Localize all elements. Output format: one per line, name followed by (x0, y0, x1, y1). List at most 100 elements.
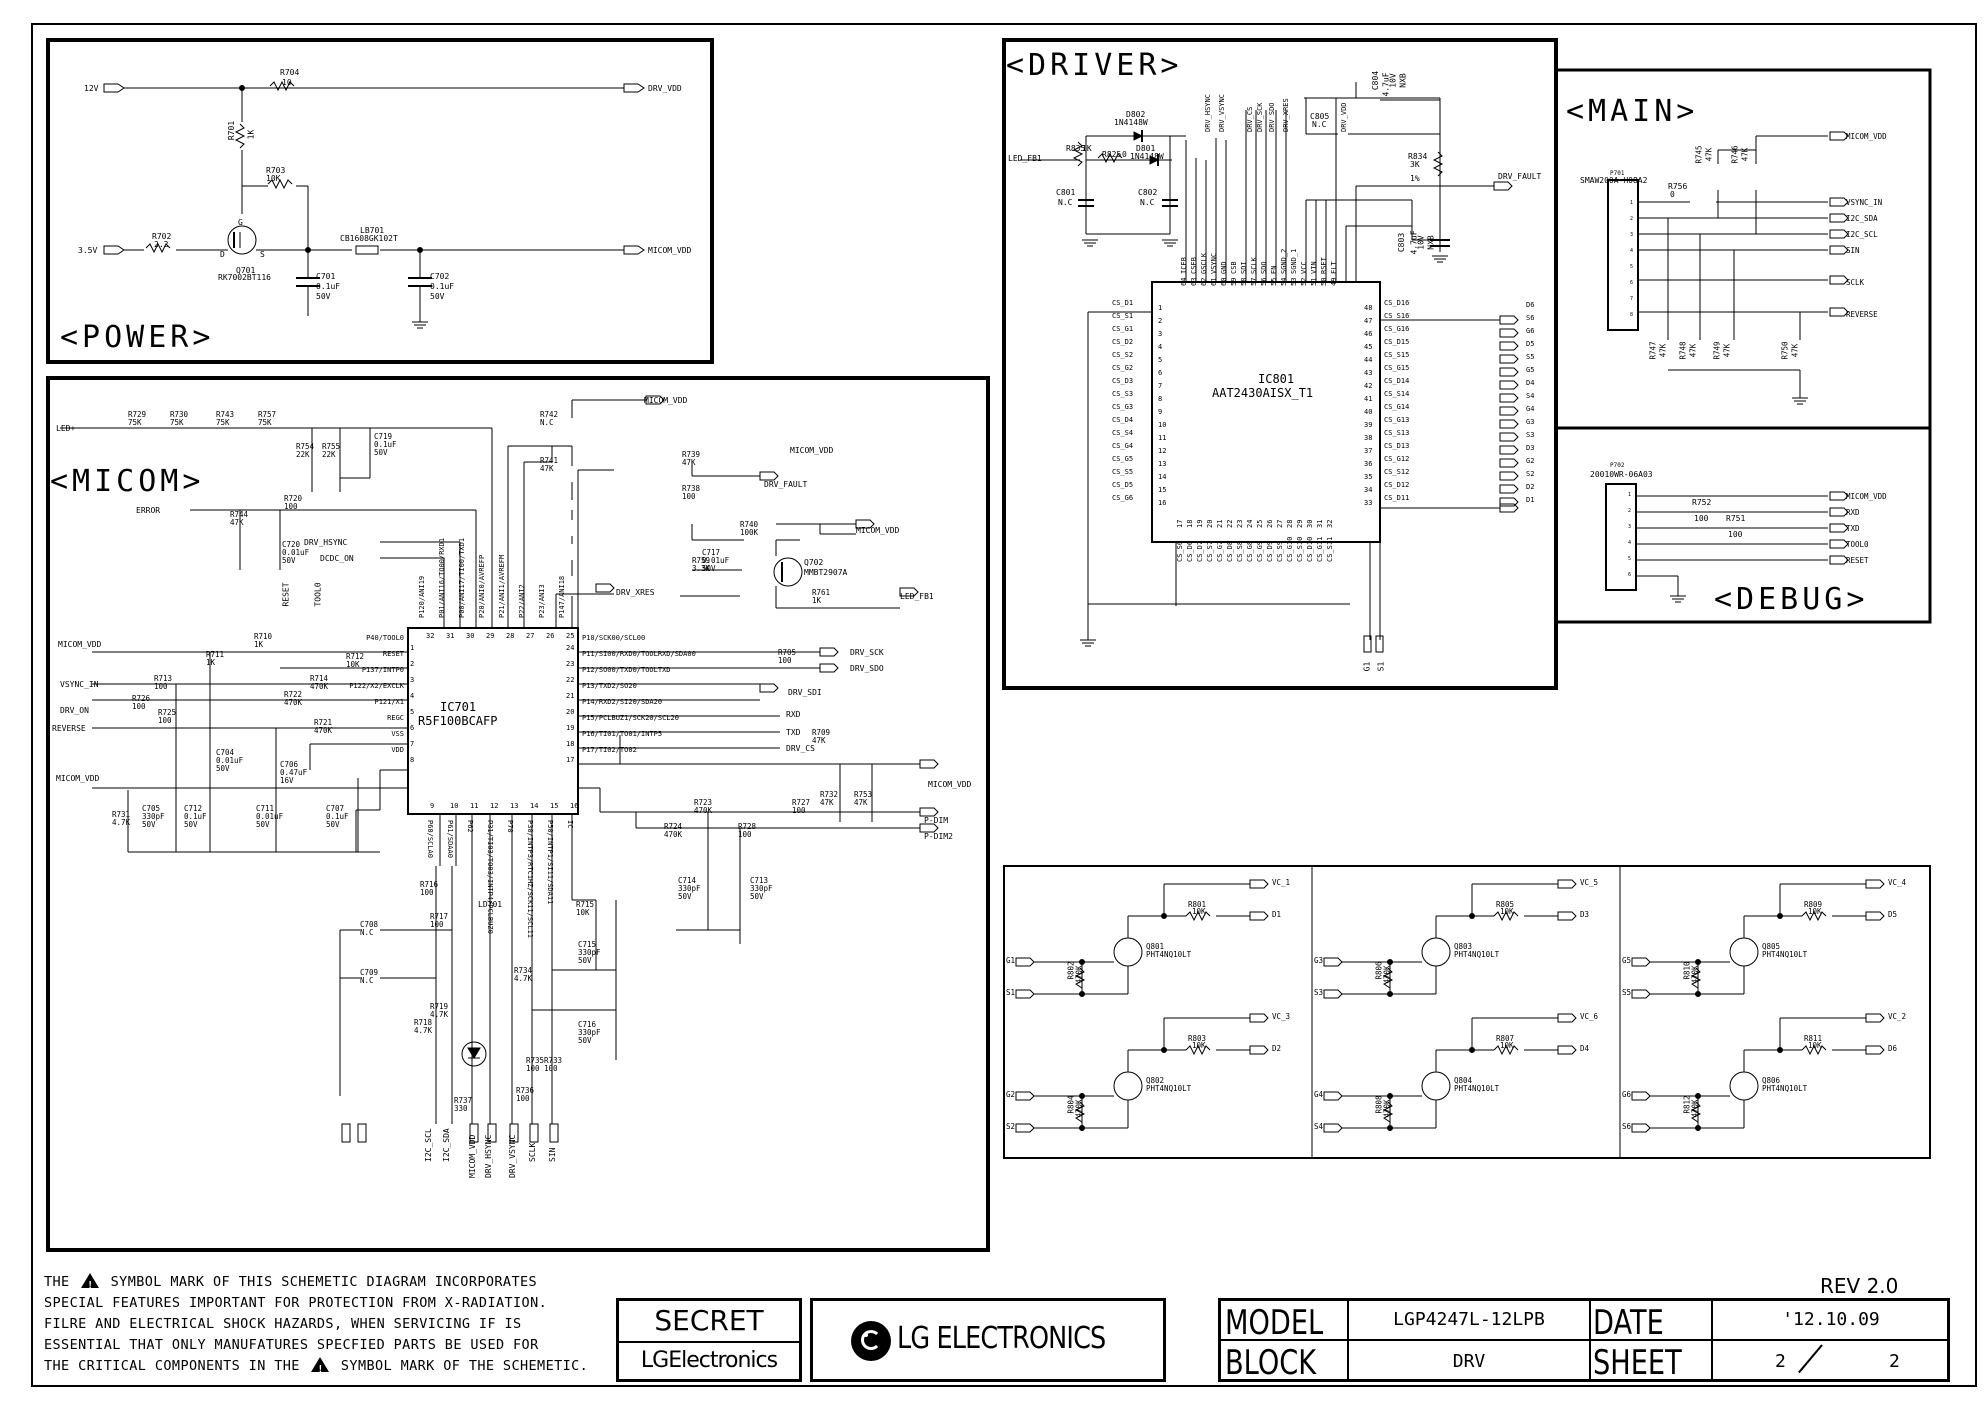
ic801-pin-name: SGND_2 (1280, 248, 1288, 274)
resistor-ref: R736 (516, 1086, 535, 1095)
drain-resistor-val: 10K (1808, 907, 1822, 916)
net-vc: VC_1 (1272, 878, 1291, 887)
hookup-flag (1557, 1045, 1577, 1055)
r703-val: 10K (266, 174, 281, 183)
capacitor-voltage: 50V (678, 892, 692, 901)
resistor (1493, 910, 1519, 922)
c701-val: 0.1uF (316, 282, 341, 291)
net-g1-drv: G1 (1362, 661, 1372, 672)
junction (1079, 959, 1085, 965)
ic701-pin-num: 29 (486, 632, 495, 640)
r834-val: 3K (1410, 160, 1420, 169)
ic801-pin-name: CS_S4 (1112, 429, 1134, 437)
ic701-pin-num: 19 (566, 724, 575, 732)
drain-resistor-ref: R801 (1188, 900, 1207, 909)
p701-pin-num: 5 (1630, 264, 1634, 270)
ic801-pin-num: 47 (1364, 317, 1373, 325)
net-micom-vdd-b: MICOM_VDD (468, 1134, 477, 1178)
lb701-ref: LB701 (360, 226, 385, 235)
hookup-flag (645, 395, 665, 405)
ic701-pin-num: 6 (410, 724, 415, 732)
capacitor-value: 0.1uF (326, 812, 349, 821)
mosfet-ref: Q806 (1762, 1076, 1781, 1085)
capacitor-value: 330pF (142, 812, 165, 821)
ic701-pin-num: 5 (410, 708, 415, 716)
ic701-pin-num: 31 (446, 632, 455, 640)
hookup-flag (1323, 1123, 1343, 1133)
r704-val: 10 (282, 78, 292, 87)
ic701-pin-num: 21 (566, 692, 575, 700)
capacitor-ref: C711 (256, 804, 275, 813)
mosfet-body (1729, 937, 1759, 967)
resistor-ref: R740 (740, 520, 759, 529)
resistor-ref: R761 (812, 588, 831, 597)
driver-out-net: S4 (1526, 392, 1535, 400)
net-drv-vsync-b: DRV_VSYNC (508, 1134, 517, 1178)
r834-tol: 1% (1410, 174, 1420, 183)
main-wires (1638, 135, 1828, 405)
driver-top-net: DRV_VSYNC (1218, 94, 1226, 132)
resistor-value: N.C (540, 418, 554, 427)
drain-resistor-ref: R803 (1188, 1034, 1207, 1043)
junction (1387, 991, 1393, 997)
notice-line-1: THE SYMBOL MARK OF THIS SCHEMETIC DIAGRA… (44, 1272, 588, 1296)
notice-line-2: SPECIAL FEATURES IMPORTANT FOR PROTECTIO… (44, 1295, 548, 1311)
ic801-pin-name: CS_D14 (1384, 377, 1410, 385)
resistor-value: 100 (526, 1064, 540, 1073)
ic801-pin-name: CSB (1230, 261, 1238, 274)
hookup-flag (1249, 911, 1269, 921)
debug-net-label: MICOM_VDD (1846, 492, 1887, 501)
capacitor-ref: C712 (184, 804, 203, 813)
main-net-label: I2C_SCL (1846, 230, 1878, 239)
resistor (1382, 967, 1394, 989)
hookup-flag (855, 519, 875, 529)
net-reverse: REVERSE (52, 724, 86, 733)
net-gate: G1 (1006, 956, 1016, 965)
ic701-pin-num: 9 (430, 802, 435, 810)
resistor-ref: R737 (454, 1096, 473, 1105)
hookup-flag (819, 647, 839, 657)
ic701-pin-num: 23 (566, 660, 575, 668)
resistor-value: 1K (206, 658, 216, 667)
junction (1079, 1125, 1085, 1131)
ic801-pin-num: 64 (1180, 277, 1188, 286)
net-gate: G3 (1314, 956, 1324, 965)
ic801-pin-num: 20 (1206, 519, 1214, 528)
resistor-value: 47K (854, 798, 868, 807)
ic801-pin-num: 10 (1158, 421, 1167, 429)
p701-pin-num: 7 (1630, 296, 1634, 302)
hookup-flag (1499, 419, 1519, 429)
drain-resistor-val: 10K (1192, 1041, 1206, 1050)
c804-diel: NXB (1398, 73, 1408, 88)
hookup-flag (1249, 1045, 1269, 1055)
c801-ref: C801 (1056, 188, 1076, 197)
resistor-value: 47K (682, 458, 696, 467)
resistor (1074, 1101, 1086, 1123)
net-drain: D3 (1580, 910, 1590, 919)
hookup-flag (1829, 197, 1849, 207)
resistor-ref: R743 (216, 410, 235, 419)
net-micom-vdd-r2: MICOM_VDD (790, 446, 834, 455)
q702-ref: Q702 (804, 558, 824, 567)
r702-val: 2.2 (154, 240, 169, 249)
capacitor-voltage: 50V (374, 448, 388, 457)
ic801-pin-name: CS_D4 (1112, 416, 1134, 424)
ic801-pin-name: CS_S1 (1112, 312, 1134, 320)
net-sclk-b: SCLK (528, 1142, 537, 1162)
main-net-label: SIN (1846, 246, 1860, 255)
capacitor-ref: C720 (282, 540, 301, 549)
hookup-flag (1829, 229, 1849, 239)
hookup-flag (1829, 307, 1849, 317)
hookup-flag (1557, 1013, 1577, 1023)
hookup-flag (1499, 432, 1519, 442)
ic801-pin-num: 3 (1158, 330, 1163, 338)
ic801-pin-num: 60 (1220, 277, 1228, 286)
driver-out-net: G5 (1526, 366, 1535, 374)
resistor-value: 4.7K (514, 974, 533, 983)
r701-val: 1K (246, 129, 256, 140)
junction (1469, 1047, 1475, 1053)
ic801-pin-name: SDO (1260, 261, 1268, 274)
q701-ref: Q701 (236, 266, 256, 275)
driver-top-net: DRV_VDD (1340, 102, 1348, 132)
